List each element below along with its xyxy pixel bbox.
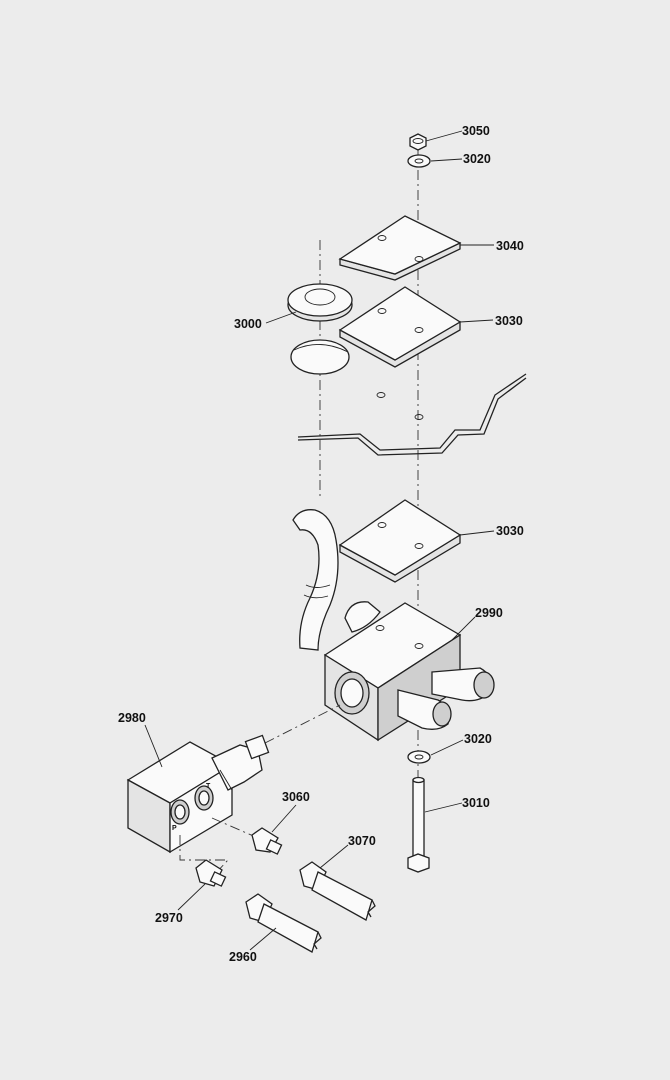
hose-2960	[245, 893, 322, 953]
label-3000: 3000	[234, 317, 262, 331]
washer-3020-top	[407, 154, 431, 168]
mounting-surface-break	[297, 373, 527, 456]
port-t-axis	[211, 817, 259, 839]
bolt-3010	[407, 776, 430, 873]
label-2970: 2970	[155, 911, 183, 925]
label-3040: 3040	[496, 239, 524, 253]
plate-3030-bottom	[338, 499, 462, 583]
nut-3050	[409, 133, 427, 151]
plate-3030-top	[338, 286, 462, 368]
label-3020-top: 3020	[463, 152, 491, 166]
hose-3070	[299, 861, 376, 921]
label-3010: 3010	[462, 796, 490, 810]
manifold-block-2990	[323, 601, 495, 742]
fitting-2970	[195, 859, 227, 887]
surface-hole-left	[376, 392, 386, 398]
label-2980: 2980	[118, 711, 146, 725]
surface-hole-right	[414, 414, 424, 420]
label-3070: 3070	[348, 834, 376, 848]
label-2990: 2990	[475, 606, 503, 620]
label-2960: 2960	[229, 950, 257, 964]
plate-3040	[338, 215, 462, 281]
label-3020-bottom: 3020	[464, 732, 492, 746]
fitting-3060	[251, 827, 283, 855]
label-3030-bottom: 3030	[496, 524, 524, 538]
label-3060: 3060	[282, 790, 310, 804]
valve-2980	[126, 734, 270, 854]
leader-lines	[144, 130, 495, 951]
hose-tube	[292, 509, 339, 651]
port-p-axis	[179, 835, 230, 875]
label-3030-top: 3030	[495, 314, 523, 328]
port-mark-t: T	[206, 783, 211, 790]
grommet-hole-outline	[290, 339, 350, 375]
label-3050: 3050	[462, 124, 490, 138]
washer-3020-bottom	[407, 750, 431, 764]
valve-axis-line	[264, 704, 341, 744]
port-mark-p: P	[172, 825, 177, 832]
grommet-3000	[287, 283, 353, 322]
